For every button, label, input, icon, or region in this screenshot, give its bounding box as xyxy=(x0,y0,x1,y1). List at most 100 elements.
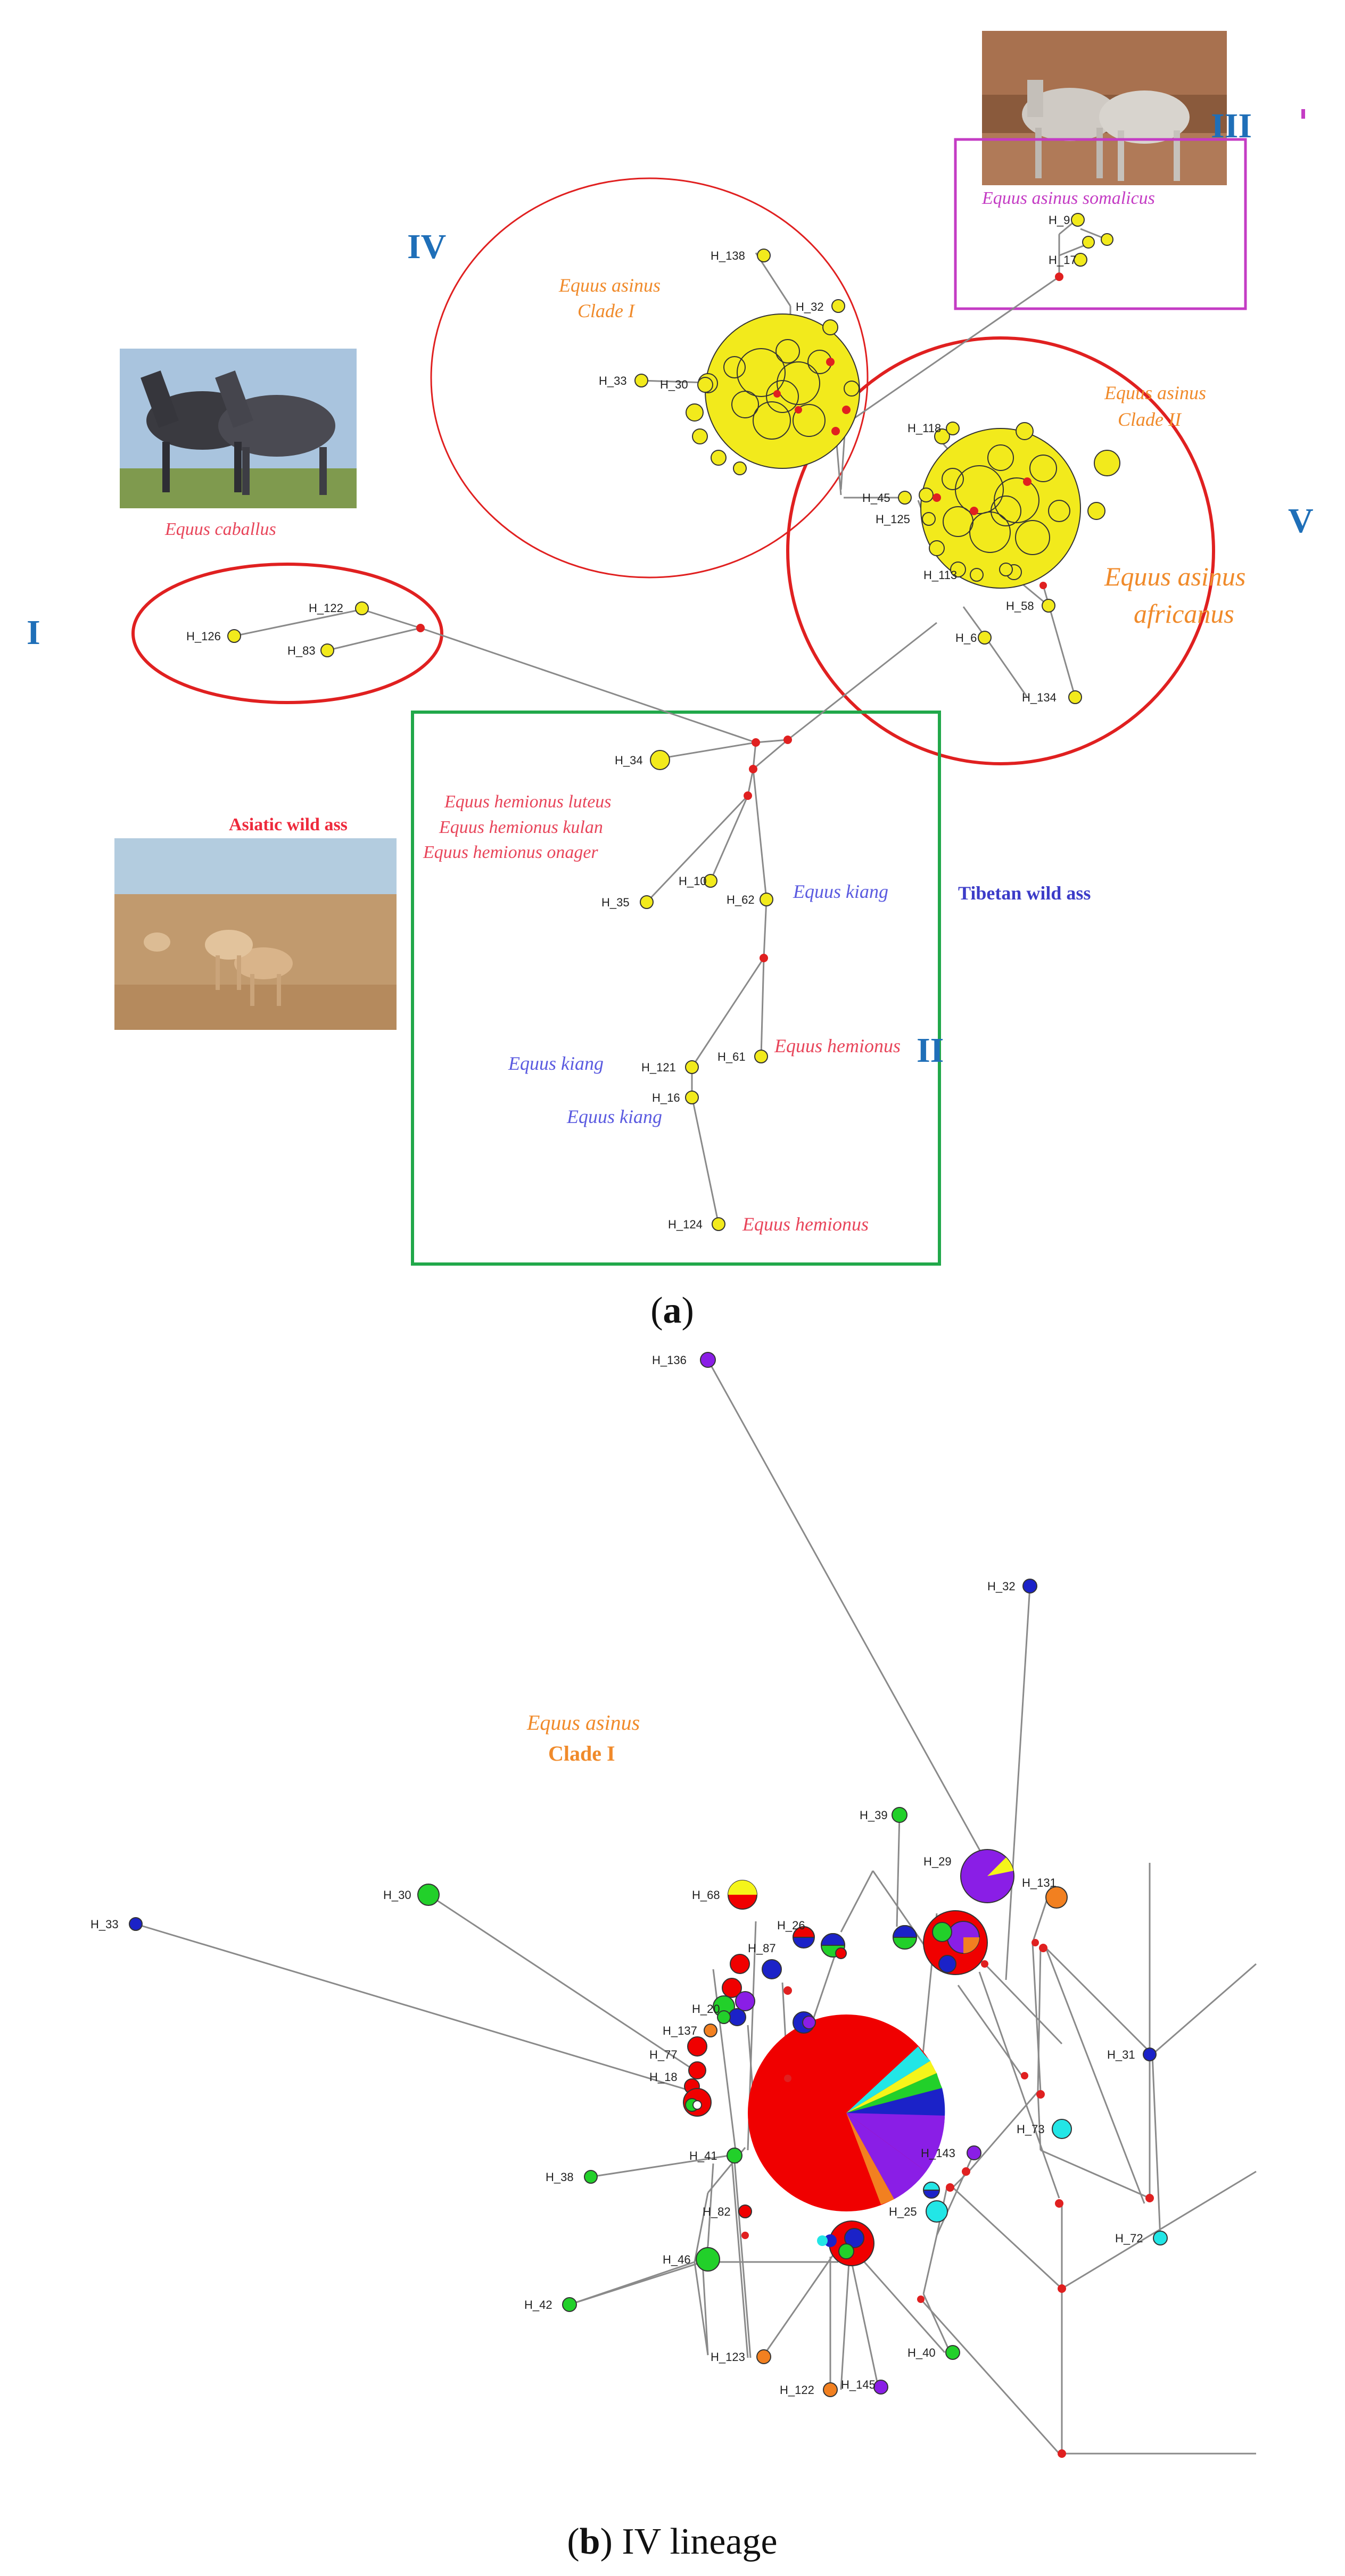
label-b-h32: H_32 xyxy=(987,1580,1016,1593)
label-b-h20: H_20 xyxy=(692,2002,720,2016)
network-b-nodes xyxy=(129,1352,1168,2397)
label-h32: H_32 xyxy=(796,300,824,313)
species-tibetan: Tibetan wild ass xyxy=(958,882,1091,904)
species-kiang-3: Equus kiang xyxy=(566,1106,662,1127)
node-h123 xyxy=(756,2349,771,2364)
pie-h68 xyxy=(728,1880,757,1910)
label-h124: H_124 xyxy=(668,1218,703,1231)
label-b-h137: H_137 xyxy=(663,2024,697,2037)
node-h33 xyxy=(634,374,648,387)
node-h9 xyxy=(1071,213,1085,227)
panel-b: H_136 H_32 H_33 H_30 H_39 H_29 H_131 H_6… xyxy=(90,1352,1257,2562)
label-b-h73: H_73 xyxy=(1017,2123,1045,2136)
network-b-edges xyxy=(135,1359,1257,2455)
label-h126: H_126 xyxy=(186,630,221,643)
photo-asiatic-wild-ass xyxy=(114,838,397,1030)
node-h25 xyxy=(926,2200,948,2223)
node-h35 xyxy=(640,895,654,909)
label-b-h26: H_26 xyxy=(777,1919,805,1932)
label-h33: H_33 xyxy=(599,374,627,387)
node-h39 xyxy=(892,1807,907,1823)
label-b-h123: H_123 xyxy=(711,2350,745,2364)
node-h17 xyxy=(1074,253,1087,267)
node-h31 xyxy=(1143,2047,1157,2061)
panel-a: H_138 H_32 H_33 H_30 H_126 H_122 H_83 H_… xyxy=(27,31,1314,1331)
pie-h29 xyxy=(960,1849,1014,1903)
label-h30: H_30 xyxy=(660,378,688,391)
roman-iii: III xyxy=(1211,106,1252,145)
label-b-h40: H_40 xyxy=(907,2346,936,2359)
node-h125 xyxy=(922,512,936,526)
label-h61: H_61 xyxy=(717,1050,746,1063)
clade-i-label-line2: Clade I xyxy=(548,1741,615,1765)
species-caballus: Equus caballus xyxy=(164,519,276,539)
main-pie xyxy=(748,2014,945,2211)
label-b-h122: H_122 xyxy=(780,2383,814,2397)
species-kiang-1: Equus kiang xyxy=(793,881,888,902)
roman-i: I xyxy=(27,613,40,652)
node-h6 xyxy=(978,631,992,645)
label-h17: H_17 xyxy=(1049,253,1077,267)
label-b-h31: H_31 xyxy=(1107,2048,1135,2061)
magenta-tick xyxy=(1301,109,1305,119)
node-h82 xyxy=(738,2205,752,2218)
node-h32 xyxy=(831,299,845,313)
label-h113: H_113 xyxy=(923,568,957,582)
pie-cluster-right xyxy=(923,1910,988,1975)
node-h143 xyxy=(967,2145,981,2160)
label-b-h68: H_68 xyxy=(692,1888,720,1902)
label-b-h33: H_33 xyxy=(90,1918,119,1931)
label-h118: H_118 xyxy=(907,422,941,435)
node-h9b xyxy=(1101,233,1113,246)
node-h122 xyxy=(355,601,369,615)
node-h113b xyxy=(999,563,1013,576)
label-b-h145: H_145 xyxy=(841,2378,876,2391)
species-somalicus: Equus asinus somalicus xyxy=(981,188,1155,208)
label-b-h42: H_42 xyxy=(524,2298,552,2311)
node-h33b xyxy=(129,1917,143,1931)
node-h131 xyxy=(1045,1886,1068,1909)
species-clade1-line2: Clade I xyxy=(577,300,636,321)
label-b-h18: H_18 xyxy=(649,2070,678,2084)
node-h145 xyxy=(873,2380,888,2395)
label-h34: H_34 xyxy=(615,754,643,767)
node-h73 xyxy=(1052,2119,1072,2139)
group-ii-box xyxy=(411,711,941,1266)
label-b-h136: H_136 xyxy=(652,1353,687,1367)
species-luteus: Equus hemionus luteus xyxy=(444,792,612,812)
label-h121: H_121 xyxy=(641,1061,676,1074)
node-h42 xyxy=(562,2297,577,2312)
label-b-h25: H_25 xyxy=(889,2205,917,2218)
label-b-h29: H_29 xyxy=(923,1855,952,1868)
species-africanus-line2: africanus xyxy=(1134,599,1234,629)
roman-ii: II xyxy=(917,1031,944,1070)
node-h58 xyxy=(1042,599,1055,613)
label-h134: H_134 xyxy=(1022,691,1057,704)
node-h32b xyxy=(1022,1579,1037,1594)
label-b-h38: H_38 xyxy=(546,2170,574,2184)
species-hemionus-1: Equus hemionus xyxy=(774,1035,901,1056)
label-h10: H_10 xyxy=(679,874,707,888)
label-h45: H_45 xyxy=(862,491,890,505)
label-h16: H_16 xyxy=(652,1091,680,1104)
label-b-h143: H_143 xyxy=(921,2146,955,2160)
node-h9c xyxy=(1082,236,1095,249)
roman-iv: IV xyxy=(407,227,446,266)
node-h20 xyxy=(717,2010,731,2024)
label-b-h131: H_131 xyxy=(1022,1876,1057,1889)
group-v-ellipse xyxy=(786,336,1215,765)
label-b-h30: H_30 xyxy=(383,1888,411,1902)
species-africanus-line1: Equus asinus xyxy=(1104,562,1245,591)
roman-v: V xyxy=(1288,501,1314,540)
node-h138 xyxy=(757,249,771,262)
group-iv-ellipse xyxy=(430,177,869,579)
node-h118 xyxy=(946,422,960,435)
network-a-nodes xyxy=(227,213,1113,1231)
node-h137 xyxy=(704,2024,717,2037)
node-h41 xyxy=(727,2148,742,2164)
node-h136 xyxy=(700,1352,716,1368)
node-h122b xyxy=(823,2382,838,2397)
node-h34 xyxy=(650,750,670,770)
group-i-ellipse xyxy=(131,563,443,704)
